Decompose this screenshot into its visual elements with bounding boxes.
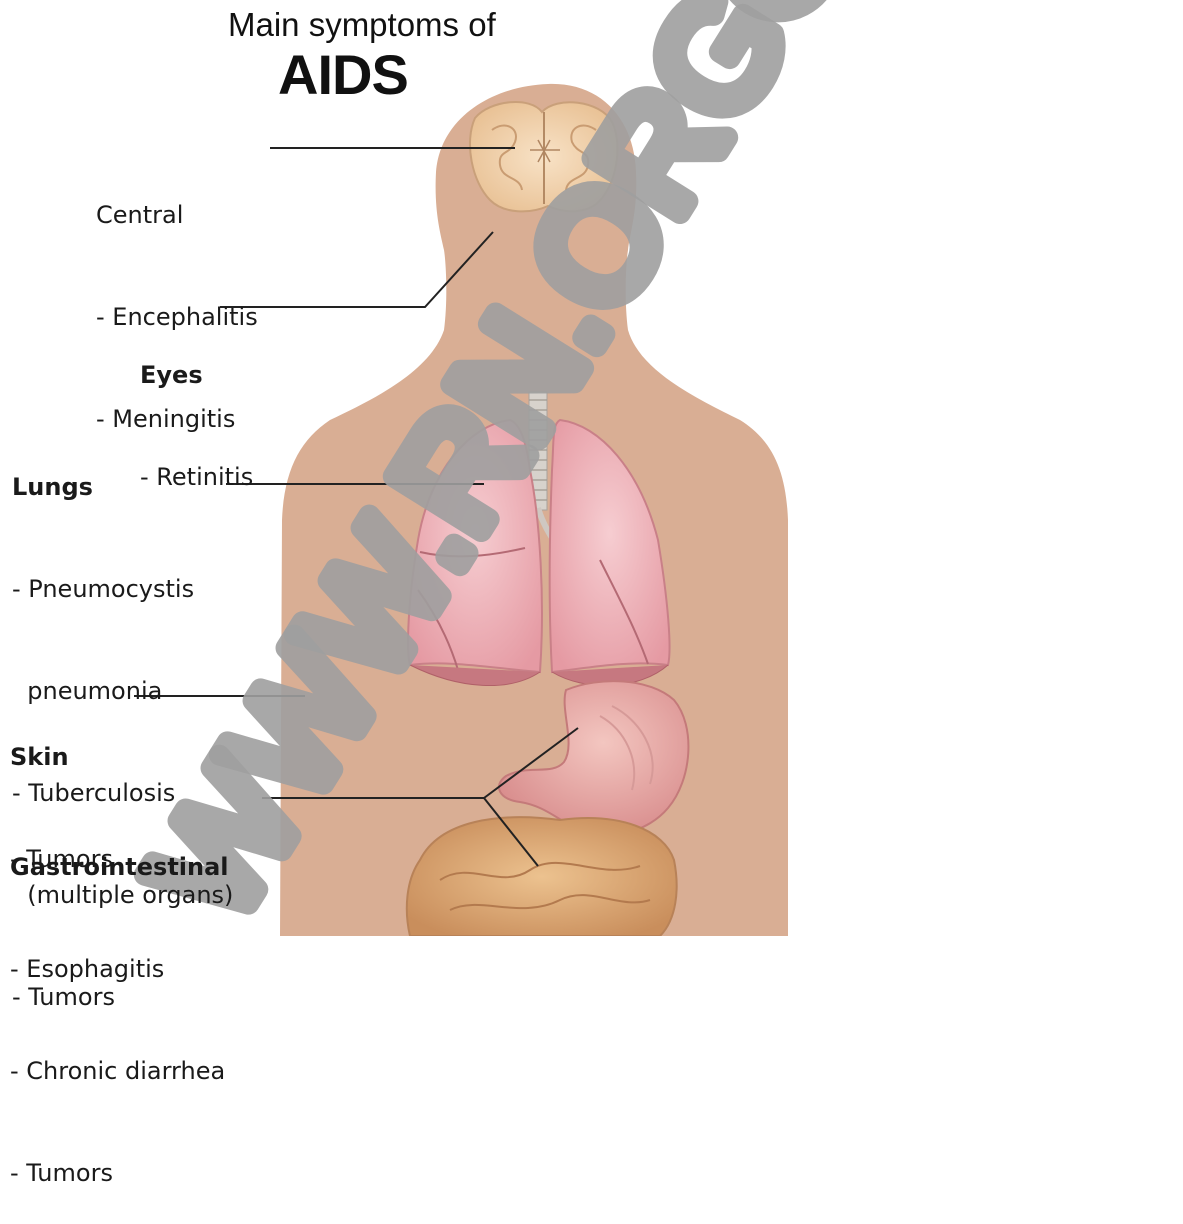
label-skin-heading: Skin bbox=[10, 740, 113, 774]
brain bbox=[470, 102, 617, 211]
label-central-heading: Central bbox=[96, 198, 258, 232]
label-lungs-heading: Lungs bbox=[12, 470, 233, 504]
title-line-1: Main symptoms of bbox=[228, 6, 496, 44]
label-gastro-item: - Chronic diarrhea bbox=[10, 1054, 229, 1088]
label-gastro-heading: Gastrointestinal bbox=[10, 850, 229, 884]
label-gastrointestinal: Gastrointestinal - Esophagitis - Chronic… bbox=[10, 782, 229, 1224]
label-gastro-item: - Esophagitis bbox=[10, 952, 229, 986]
title-line-2: AIDS bbox=[278, 42, 408, 107]
label-gastro-item: - Tumors bbox=[10, 1156, 229, 1190]
label-lungs-item: - Pneumocystis bbox=[12, 572, 233, 606]
label-eyes-heading: Eyes bbox=[140, 358, 253, 392]
intestines bbox=[407, 817, 677, 936]
